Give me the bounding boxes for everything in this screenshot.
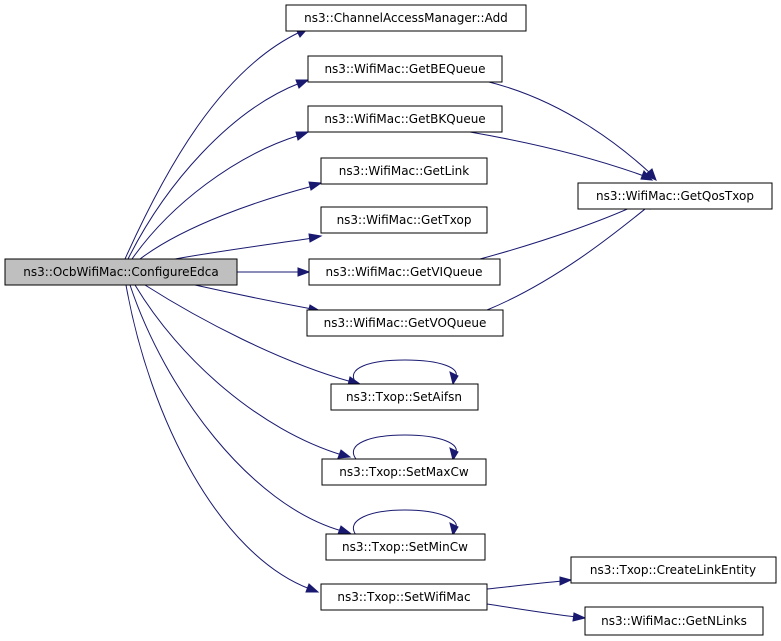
- arrowhead-set-aifsn-self: [449, 371, 459, 386]
- node-label: ns3::WifiMac::GetBKQueue: [324, 112, 485, 126]
- node-wifimac-gettxop[interactable]: ns3::WifiMac::GetTxop: [320, 206, 488, 234]
- node-label: ns3::WifiMac::GetVIQueue: [325, 265, 482, 279]
- node-wifimac-getvoqueue[interactable]: ns3::WifiMac::GetVOQueue: [306, 309, 504, 337]
- node-label: ns3::ChannelAccessManager::Add: [304, 11, 508, 25]
- edge-root-get-be: [127, 82, 301, 260]
- node-label: ns3::WifiMac::GetVOQueue: [324, 316, 487, 330]
- edge-root-get-bk: [131, 134, 301, 260]
- edge-set-aifsn-self: [353, 359, 457, 384]
- node-label: ns3::WifiMac::GetTxop: [337, 213, 472, 227]
- arrowhead-root-get-bk: [295, 131, 310, 141]
- nodes-layer: ns3::OcbWifiMac::ConfigureEdca ns3::Chan…: [4, 4, 777, 636]
- edge-set-mincw-self: [353, 509, 457, 536]
- arrowhead-get-be-get-qos: [644, 168, 657, 181]
- edge-root-cam-add: [124, 31, 301, 260]
- node-channelaccessmanager-add[interactable]: ns3::ChannelAccessManager::Add: [285, 4, 527, 32]
- edge-root-set-wifimac: [125, 284, 311, 590]
- arrowhead-root-set-wifimac: [305, 583, 320, 593]
- edge-set-wifimac-get-nlinks: [486, 603, 578, 618]
- node-label: ns3::WifiMac::GetLink: [339, 164, 469, 178]
- arrowhead-root-set-maxcw: [337, 449, 352, 459]
- arrowhead-root-get-link: [308, 181, 323, 191]
- edge-root-get-txop: [174, 237, 314, 260]
- edge-root-set-aifsn: [144, 284, 353, 383]
- arrowhead-set-wifimac-create-link: [559, 576, 573, 586]
- arrowhead-root-set-mincw: [337, 525, 352, 535]
- node-label: ns3::Txop::SetAifsn: [346, 390, 462, 404]
- edge-root-set-maxcw: [134, 284, 343, 456]
- node-wifimac-getviqueue[interactable]: ns3::WifiMac::GetVIQueue: [308, 258, 501, 286]
- node-label: ns3::Txop::SetMaxCw: [339, 465, 469, 479]
- edge-root-set-mincw: [129, 284, 343, 532]
- node-txop-setwifimac[interactable]: ns3::Txop::SetWifiMac: [320, 583, 488, 611]
- node-txop-createlinkentity[interactable]: ns3::Txop::CreateLinkEntity: [570, 556, 777, 584]
- node-txop-setmaxcw[interactable]: ns3::Txop::SetMaxCw: [321, 458, 487, 486]
- arrowhead-set-maxcw-self: [449, 447, 459, 462]
- edge-set-wifimac-create-link: [486, 580, 564, 590]
- arrowhead-get-bk-get-qos: [640, 170, 654, 181]
- edge-get-vo-get-qos: [486, 204, 651, 311]
- edge-set-maxcw-self: [353, 434, 457, 460]
- arrowhead-set-mincw-self: [449, 522, 459, 537]
- node-label: ns3::WifiMac::GetQosTxop: [596, 189, 754, 203]
- node-ocbwifimac-configureedca[interactable]: ns3::OcbWifiMac::ConfigureEdca: [4, 258, 238, 286]
- edge-get-vi-get-qos: [479, 200, 646, 260]
- node-wifimac-getbkqueue[interactable]: ns3::WifiMac::GetBKQueue: [307, 105, 503, 133]
- edge-root-get-vo: [194, 284, 313, 310]
- node-label: ns3::OcbWifiMac::ConfigureEdca: [23, 265, 218, 279]
- node-label: ns3::Txop::CreateLinkEntity: [590, 563, 756, 577]
- node-wifimac-getqostxop[interactable]: ns3::WifiMac::GetQosTxop: [577, 182, 773, 210]
- node-wifimac-getlink[interactable]: ns3::WifiMac::GetLink: [320, 157, 488, 185]
- edge-get-be-get-qos: [484, 80, 651, 174]
- arrowhead-root-get-be: [295, 79, 310, 89]
- node-wifimac-getbequeue[interactable]: ns3::WifiMac::GetBEQueue: [307, 55, 503, 83]
- edge-get-bk-get-qos: [469, 131, 645, 177]
- node-txop-setmincw[interactable]: ns3::Txop::SetMinCw: [325, 533, 486, 561]
- node-label: ns3::WifiMac::GetBEQueue: [324, 62, 485, 76]
- node-label: ns3::WifiMac::GetNLinks: [601, 614, 747, 628]
- arrowhead-set-wifimac-get-nlinks: [572, 612, 587, 622]
- arrowhead-root-get-vi: [297, 267, 311, 277]
- node-label: ns3::Txop::SetMinCw: [342, 540, 468, 554]
- node-txop-setaifsn[interactable]: ns3::Txop::SetAifsn: [330, 383, 479, 411]
- edge-root-get-link: [139, 185, 314, 260]
- node-wifimac-getnlinks[interactable]: ns3::WifiMac::GetNLinks: [584, 606, 764, 636]
- node-label: ns3::Txop::SetWifiMac: [337, 590, 470, 604]
- arrowhead-root-get-txop: [308, 233, 323, 243]
